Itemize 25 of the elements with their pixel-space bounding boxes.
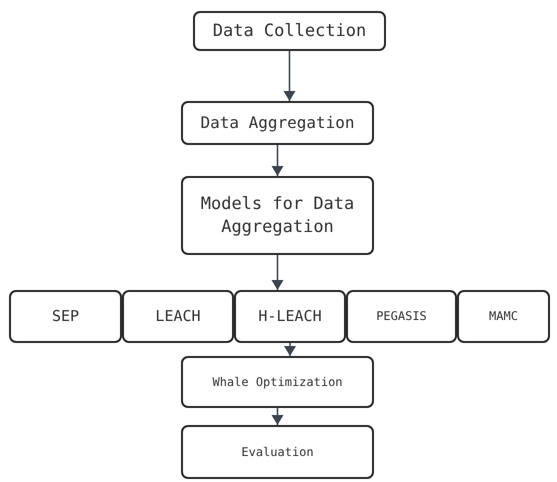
box-label: Models for Data Aggregation: [200, 192, 356, 238]
box-label: PEGASIS: [376, 308, 427, 325]
process-box: [234, 290, 346, 343]
process-box: [457, 290, 550, 343]
box-label: Whale Optimization: [212, 374, 343, 390]
process-box: [181, 101, 374, 145]
process-box: [181, 176, 374, 255]
process-box: [346, 290, 457, 343]
process-box: [181, 356, 374, 408]
arrow: [284, 51, 296, 101]
arrow: [272, 408, 284, 425]
box-label: Data Collection: [212, 20, 366, 42]
process-box: [9, 290, 122, 343]
box-label: LEACH: [155, 306, 201, 327]
process-box: [122, 290, 234, 343]
arrow: [272, 255, 284, 290]
box-label: H-LEACH: [258, 306, 322, 327]
process-box: [193, 11, 386, 51]
box-label: Evaluation: [241, 444, 314, 460]
box-label: Data Aggregation: [200, 112, 355, 134]
box-label: MAMC: [489, 308, 518, 325]
box-label: SEP: [52, 306, 80, 327]
arrow: [272, 145, 284, 176]
arrow: [284, 343, 296, 356]
process-box: [181, 425, 374, 479]
